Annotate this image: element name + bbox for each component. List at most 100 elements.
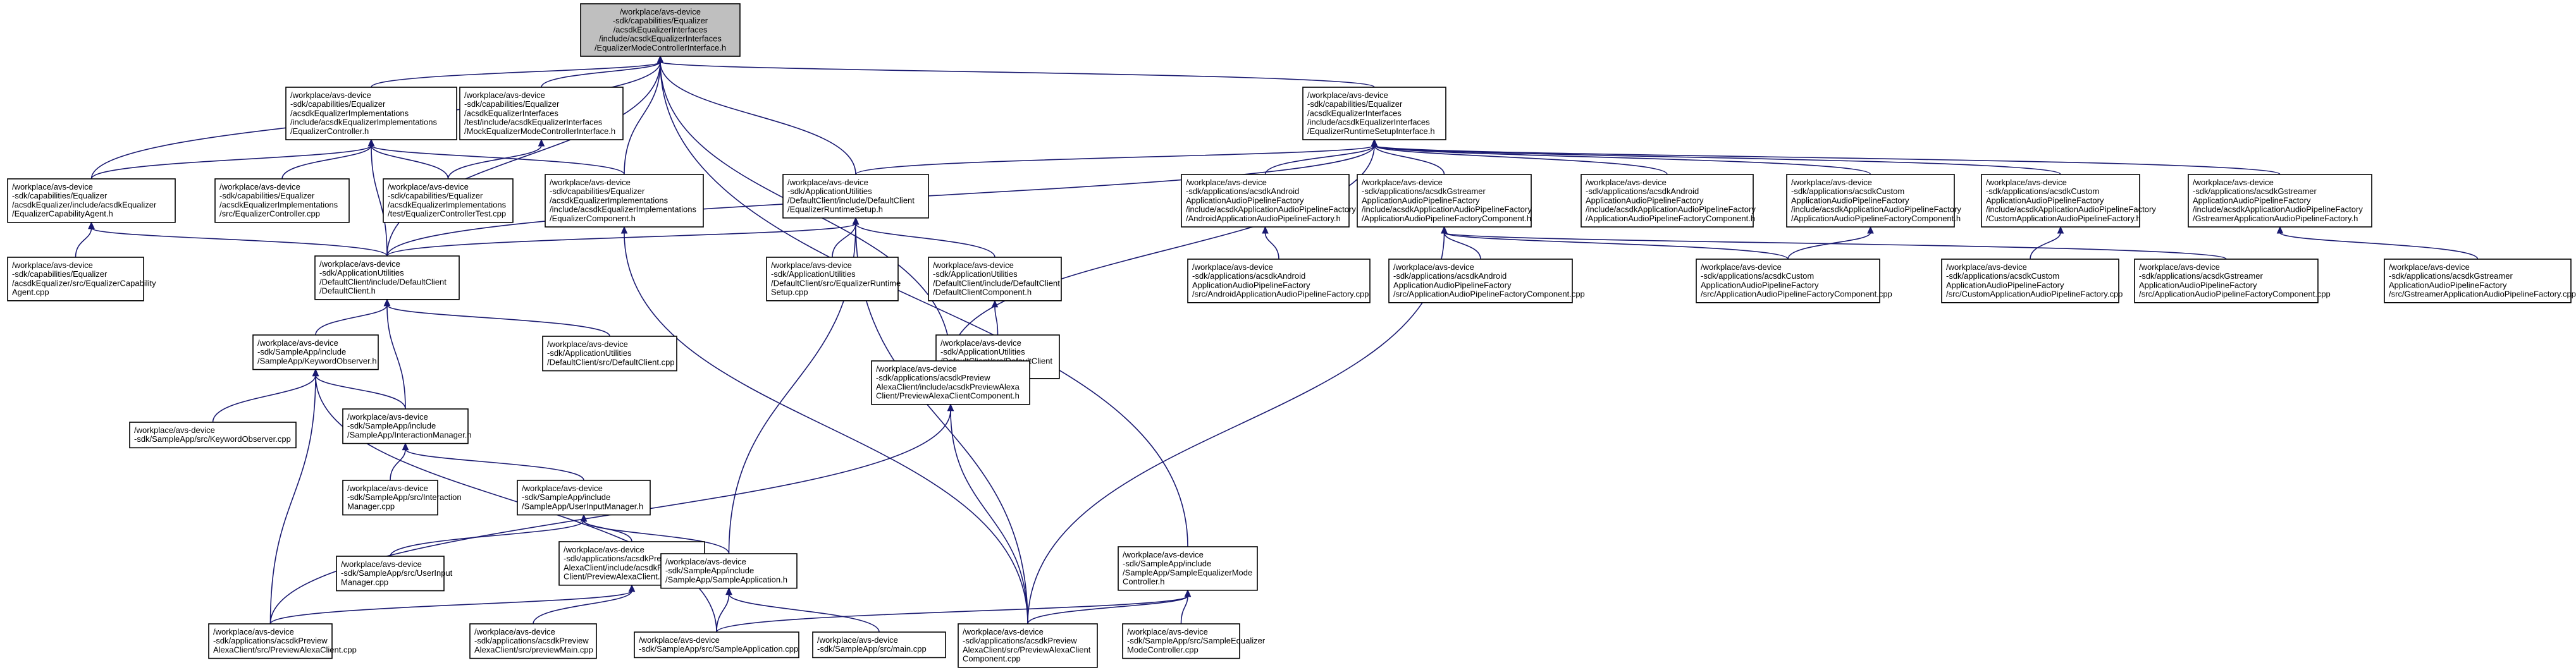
node-semc-h[interactable]: /workplace/avs-device-sdk/SampleApp/incl… (1118, 546, 1258, 591)
node-box (1581, 174, 1754, 228)
node-label-line: /workplace/avs-device (940, 338, 1021, 348)
node-box (1981, 174, 2140, 228)
node-label-line: /ApplicationAudioPipelineFactoryComponen… (1586, 214, 1755, 223)
node-pac-cpp[interactable]: /workplace/avs-device-sdk/applications/a… (208, 623, 357, 659)
edge-dc-h-to-eca-h (90, 228, 388, 257)
node-box (208, 623, 333, 659)
node-gapfc-cpp[interactable]: /workplace/avs-device-sdk/applications/a… (2134, 259, 2331, 303)
edge-aapf-h-to-ersi-h (1264, 145, 1375, 175)
edge-uim-cpp-to-uim-h (390, 520, 584, 557)
node-ecomp-h[interactable]: /workplace/avs-device-sdk/capabilities/E… (545, 174, 704, 228)
node-capfc-cpp[interactable]: /workplace/avs-device-sdk/applications/a… (1696, 259, 1892, 303)
node-label-line: Client/PreviewAlexaClient.h (564, 572, 665, 582)
node-label-line: /acsdkEqualizerImplementations (219, 200, 338, 209)
node-im-h[interactable]: /workplace/avs-device-sdk/SampleApp/incl… (342, 408, 472, 444)
edge-ko-h-to-dc-h (315, 305, 388, 336)
node-label-line: AlexaClient/include/acsdkPreviewAlexa (876, 382, 1020, 391)
node-pacc-cpp[interactable]: /workplace/avs-device-sdk/applications/a… (958, 623, 1098, 668)
node-dcc-h[interactable]: /workplace/avs-device-sdk/ApplicationUti… (928, 257, 1062, 302)
node-capf-h[interactable]: /workplace/avs-device-sdk/applications/a… (1981, 174, 2156, 228)
node-label-line: /include/acsdkApplicationAudioPipelineFa… (1986, 205, 2156, 214)
node-label-line: ApplicationAudioPipelineFactory (1986, 195, 2104, 205)
node-semc-cpp[interactable]: /workplace/avs-device-sdk/SampleApp/src/… (1122, 623, 1266, 659)
node-box (314, 255, 460, 300)
node-eca-cpp[interactable]: /workplace/avs-device-sdk/capabilities/E… (7, 257, 156, 302)
node-box (1357, 174, 1532, 228)
node-gapfc-h[interactable]: /workplace/avs-device-sdk/applications/a… (1357, 174, 1532, 228)
node-label-line: /workplace/avs-device (213, 627, 294, 636)
node-uim-cpp[interactable]: /workplace/avs-device-sdk/SampleApp/src/… (336, 556, 453, 592)
edge-ec-h-to-root (371, 61, 661, 88)
node-label-line: -sdk/applications/acsdkCustom (1701, 271, 1814, 281)
node-ers-h[interactable]: /workplace/avs-device-sdk/ApplicationUti… (782, 174, 929, 219)
node-box (2188, 174, 2372, 228)
edge-gapf-h-to-ersi-h (1374, 145, 2281, 175)
node-box (517, 480, 651, 516)
node-aapfc-cpp[interactable]: /workplace/avs-device-sdk/applications/a… (1388, 259, 1585, 303)
node-mock-h[interactable]: /workplace/avs-device-sdk/capabilities/E… (459, 87, 624, 140)
node-sa-h[interactable]: /workplace/avs-device-sdk/SampleApp/incl… (660, 553, 798, 589)
node-gapf-h[interactable]: /workplace/avs-device-sdk/applications/a… (2188, 174, 2372, 228)
node-ec-h[interactable]: /workplace/avs-device-sdk/capabilities/E… (285, 87, 457, 140)
node-label-line: /acsdkEqualizer/src/EqualizerCapability (12, 278, 156, 288)
node-box (7, 257, 144, 302)
node-label-line: /MockEqualizerModeControllerInterface.h (464, 126, 615, 136)
node-layer: /workplace/avs-device -sdk/capabilities/E… (7, 3, 2576, 668)
node-label-line: -sdk/applications/acsdkGstreamer (1362, 186, 1486, 196)
node-box (342, 480, 438, 516)
node-label-line: /workplace/avs-device (787, 178, 868, 187)
node-label-line: -sdk/SampleApp/src/SampleEqualizer (1127, 636, 1266, 645)
node-label-line: -sdk/ApplicationUtilities (319, 268, 404, 277)
node-label-line: /workplace/avs-device (817, 635, 898, 645)
node-dc-h[interactable]: /workplace/avs-device-sdk/ApplicationUti… (314, 255, 460, 300)
node-sa-cpp[interactable]: /workplace/avs-device-sdk/SampleApp/src/… (634, 631, 799, 659)
node-box (1122, 623, 1240, 659)
node-label-line: ApplicationAudioPipelineFactory (1186, 195, 1304, 205)
edge-dcc-h-to-ers-h (855, 223, 995, 258)
node-uim-h[interactable]: /workplace/avs-device-sdk/SampleApp/incl… (517, 480, 651, 516)
arrow-head-icon (947, 403, 954, 411)
node-main-cpp[interactable]: /workplace/avs-device-sdk/SampleApp/src/… (812, 631, 946, 659)
node-im-cpp[interactable]: /workplace/avs-device-sdk/SampleApp/src/… (342, 480, 462, 516)
arrow-head-icon (620, 226, 628, 234)
edge-ers-cpp-to-ers-h (832, 223, 856, 258)
node-box (336, 556, 445, 592)
node-label-line: AlexaClient/src/PreviewAlexaClient (963, 645, 1091, 654)
node-pm-cpp[interactable]: /workplace/avs-device-sdk/applications/a… (469, 623, 597, 659)
node-pacc-h[interactable]: /workplace/avs-device-sdk/applications/a… (871, 360, 1030, 405)
node-label-line: -sdk/capabilities/Equalizer (550, 186, 645, 196)
node-root[interactable]: /workplace/avs-device-sdk/capabilities/E… (580, 3, 741, 57)
node-eca-h[interactable]: /workplace/avs-device-sdk/capabilities/E… (7, 178, 176, 223)
node-label-line: -sdk/applications/acsdkCustom (1986, 186, 2099, 196)
node-label-line: ApplicationAudioPipelineFactory (2389, 280, 2507, 289)
node-dc-cpp[interactable]: /workplace/avs-device-sdk/ApplicationUti… (542, 336, 677, 372)
node-label-line: /include/acsdkApplicationAudioPipelineFa… (1586, 205, 1756, 214)
node-ectest-cpp[interactable]: /workplace/avs-device-sdk/capabilities/E… (383, 178, 514, 223)
node-label-line: -sdk/ApplicationUtilities (787, 186, 872, 196)
node-label-line: -sdk/applications/acsdkCustom (1791, 186, 1904, 196)
node-ko-h[interactable]: /workplace/avs-device-sdk/SampleApp/incl… (252, 334, 379, 370)
edge-im-cpp-to-im-h (390, 449, 406, 481)
edge-capfc-cpp-to-gapfc-h (1443, 232, 1789, 260)
node-ers-cpp[interactable]: /workplace/avs-device-sdk/ApplicationUti… (766, 257, 901, 302)
node-aapf-h[interactable]: /workplace/avs-device-sdk/applications/a… (1181, 174, 1356, 228)
node-aapf-cpp[interactable]: /workplace/avs-device-sdk/applications/a… (1187, 259, 1371, 303)
node-gapf-cpp[interactable]: /workplace/avs-device-sdk/applications/a… (2384, 259, 2576, 303)
node-label-line: ApplicationAudioPipelineFactory (1192, 280, 1310, 289)
node-ko-cpp[interactable]: /workplace/avs-device-sdk/SampleApp/src/… (129, 422, 297, 449)
node-capfc-h[interactable]: /workplace/avs-device-sdk/applications/a… (1786, 174, 1961, 228)
node-label-line: /src/ApplicationAudioPipelineFactoryComp… (1701, 289, 1892, 299)
node-label-line: /DefaultClient/src/EqualizerRuntime (771, 278, 901, 288)
node-ec-cpp[interactable]: /workplace/avs-device-sdk/capabilities/E… (214, 178, 350, 223)
node-ersi-h[interactable]: /workplace/avs-device-sdk/capabilities/E… (1302, 87, 1446, 140)
node-capf-cpp[interactable]: /workplace/avs-device-sdk/applications/a… (1941, 259, 2123, 303)
node-box (871, 360, 1030, 405)
node-box (2384, 259, 2572, 303)
node-aapfc-h[interactable]: /workplace/avs-device-sdk/applications/a… (1581, 174, 1756, 228)
node-box (383, 178, 514, 223)
node-label-line: /include/acsdkEqualizerInterfaces (1307, 118, 1430, 127)
node-label-line: -sdk/capabilities/Equalizer (1307, 99, 1403, 109)
node-label-line: /EqualizerCapabilityAgent.h (12, 209, 113, 219)
node-label-line: -sdk/SampleApp/include (257, 347, 346, 356)
node-label-line: /EqualizerRuntimeSetup.h (787, 205, 883, 214)
